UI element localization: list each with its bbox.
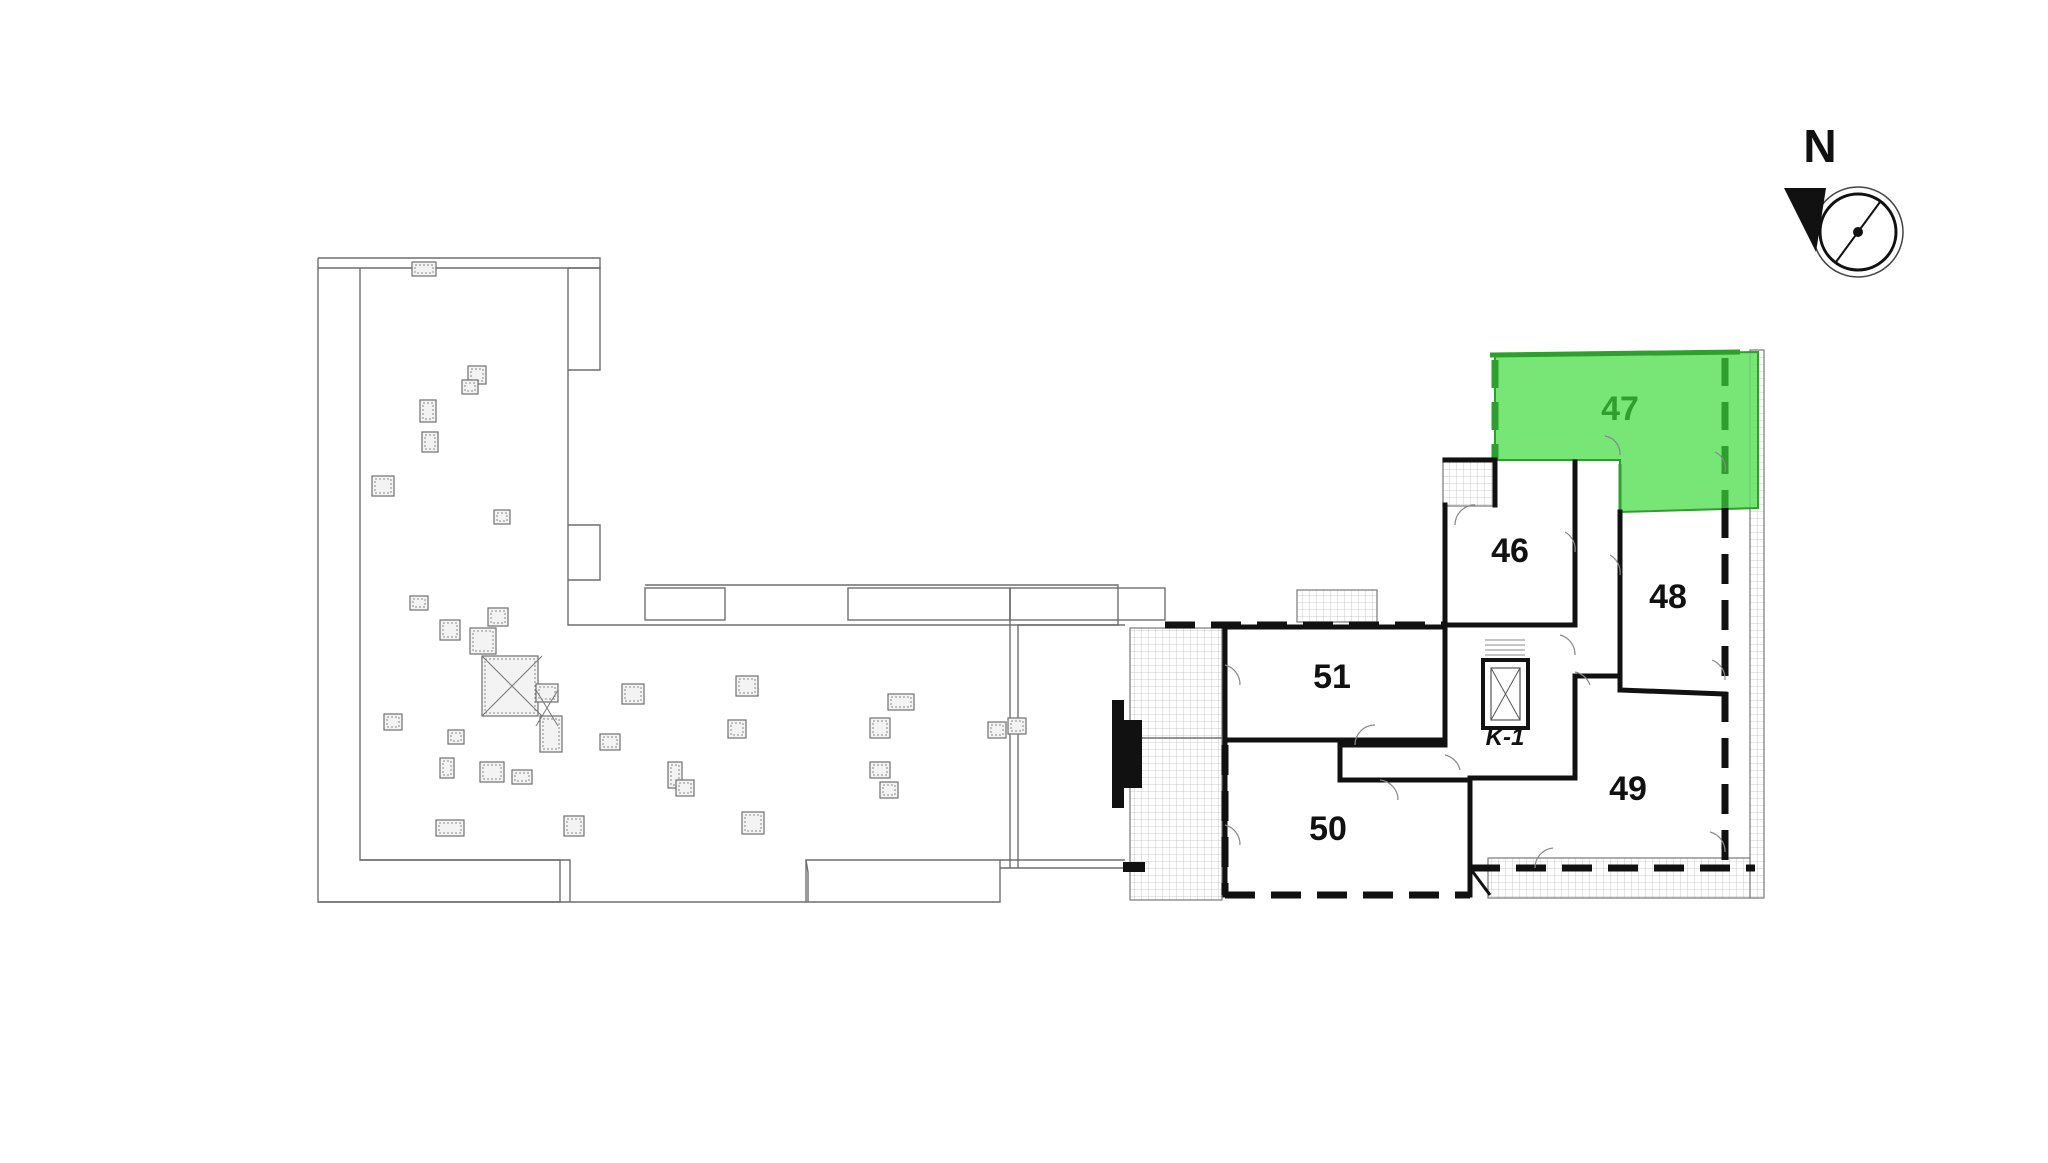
roof-vent-inner [442, 622, 458, 638]
interior-walls [1222, 457, 1728, 898]
unit-51[interactable]: 51 [1313, 658, 1351, 696]
unit-49[interactable]: 49 [1609, 770, 1647, 808]
roof-vent-inner [882, 784, 896, 796]
roof-vent [887, 693, 915, 711]
roof-vent-inner [450, 732, 462, 742]
roof-vent-inner [490, 610, 506, 624]
roof-vent-inner [890, 696, 912, 708]
unit-label-51: 51 [1313, 658, 1351, 696]
roof-vent [383, 713, 403, 731]
roof-vent [675, 779, 695, 797]
unit-50[interactable]: 50 [1309, 810, 1347, 848]
north-label: N [1803, 120, 1836, 172]
roof-vent [987, 721, 1007, 739]
roof-vent [479, 761, 505, 783]
unit-48[interactable]: 48 [1649, 578, 1687, 616]
roof-vent-inner [1010, 720, 1024, 732]
roof-vent [419, 399, 437, 423]
roof-vent [421, 431, 439, 453]
unit-label-50: 50 [1309, 810, 1347, 848]
unit-label-48: 48 [1649, 578, 1687, 616]
roof-vent [411, 261, 437, 277]
roof-vent-inner [542, 718, 560, 750]
roof-vent-inner [422, 402, 434, 420]
roof-vent-inner [412, 598, 426, 608]
roof-vent-inner [514, 772, 530, 782]
roof-vent [741, 811, 765, 835]
unit-label-47: 47 [1601, 390, 1639, 428]
roof-vent [487, 607, 509, 627]
roof-outline [317, 257, 1166, 903]
doors [1224, 435, 1726, 869]
roof-vent [599, 733, 621, 751]
roof-vent [869, 717, 891, 739]
roof-vent [461, 379, 479, 395]
roof-vent [563, 815, 585, 837]
stair-k1 [1481, 639, 1530, 730]
roof-vent [435, 819, 465, 837]
roof-vent-inner [872, 720, 888, 736]
roof-vent [879, 781, 899, 799]
roof-vent-inner [496, 512, 508, 522]
roof-vent-inner [538, 686, 556, 700]
compass-icon [1784, 186, 1904, 278]
roof-vent-inner [414, 264, 434, 274]
roof-vent-inner [990, 724, 1004, 736]
roof-vent-inner [566, 818, 582, 834]
unit-label-49: 49 [1609, 770, 1647, 808]
roof-vent [469, 627, 497, 655]
unit-47[interactable] [1489, 349, 1759, 514]
roof-vent-inner [670, 764, 680, 786]
roof-vent-inner [730, 722, 744, 736]
roof-vent-inner [738, 678, 756, 694]
roof-vent [493, 509, 511, 525]
roof-fixtures [371, 261, 1027, 837]
stair-label: K-1 [1486, 724, 1525, 751]
roof-vent-inner [464, 382, 476, 392]
unit-46[interactable]: 46 [1491, 532, 1529, 570]
skylight-cross [481, 655, 543, 717]
roof-vent [735, 675, 759, 697]
roof-vent [621, 683, 645, 705]
compass: N [1784, 120, 1904, 278]
roof-vent [439, 619, 461, 641]
unit-label-46: 46 [1491, 532, 1529, 570]
roof-vent-inner [624, 686, 642, 702]
roof-vent [1007, 717, 1027, 735]
skylight-cross [535, 689, 559, 727]
roof-vent-inner [482, 764, 502, 780]
roof-vent-inner [744, 814, 762, 832]
roof-vent [447, 729, 465, 745]
roof-vent-inner [484, 658, 536, 714]
roof-vent [869, 761, 891, 779]
roof-vent-inner [386, 716, 400, 728]
roof-vent-inner [424, 434, 436, 450]
roof-vent-inner [442, 760, 452, 776]
roof-vent [539, 715, 563, 753]
roof-vent [535, 683, 559, 703]
roof-vent [727, 719, 747, 739]
exterior-walls [1165, 508, 1755, 899]
roof-vent-inner [374, 478, 392, 494]
roof-vent-inner [472, 630, 494, 652]
balcony-rail [1112, 700, 1145, 872]
roof-vent-inner [678, 782, 692, 794]
roof-vent [371, 475, 395, 497]
